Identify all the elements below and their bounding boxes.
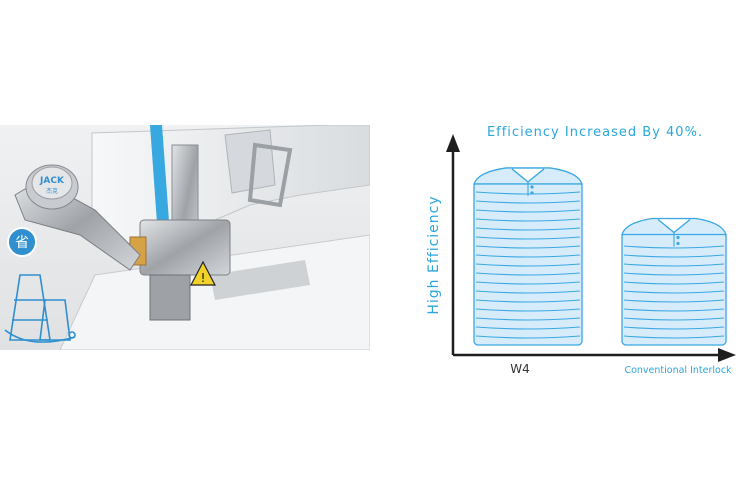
chart-axes bbox=[446, 134, 736, 362]
shirt-fold bbox=[623, 326, 725, 330]
shirt-fold bbox=[475, 263, 581, 267]
product-photo: ! JACK 杰克 省 bbox=[0, 125, 370, 350]
shirt-fold bbox=[475, 209, 581, 213]
shirt-fold bbox=[623, 299, 725, 303]
shirt-fold bbox=[623, 272, 725, 276]
bar-conventional-interlock bbox=[621, 217, 727, 346]
shirt-fold bbox=[623, 308, 725, 312]
badge-char: 省 bbox=[15, 235, 29, 251]
thread-spools-icon bbox=[4, 274, 76, 343]
shirt-button bbox=[530, 191, 534, 195]
shirt-fold bbox=[623, 254, 725, 258]
shirt-fold bbox=[475, 335, 581, 339]
chart-title: Efficiency Increased By 40%. bbox=[487, 125, 703, 140]
x-axis-arrow bbox=[718, 348, 736, 362]
svg-text:!: ! bbox=[201, 271, 206, 285]
bar-w4 bbox=[473, 167, 583, 346]
shirt-button bbox=[676, 235, 680, 240]
shirt-fold bbox=[475, 245, 581, 249]
warning-triangle-icon: ! bbox=[190, 260, 216, 286]
x-axis-labels: W4 Conventional Interlock bbox=[510, 362, 732, 376]
brand-sub-label: 杰克 bbox=[46, 187, 58, 195]
shirt-fold bbox=[623, 335, 725, 339]
shirt-fold bbox=[475, 272, 581, 276]
shirt-fold bbox=[475, 290, 581, 294]
shirt-fold bbox=[475, 200, 581, 204]
y-axis-label: High Efficiency bbox=[426, 195, 442, 314]
shirt-fold bbox=[623, 290, 725, 294]
x-tick-label: W4 bbox=[510, 362, 530, 376]
shirt-fold bbox=[623, 281, 725, 285]
efficiency-chart: Efficiency Increased By 40%. High Effici… bbox=[400, 100, 750, 400]
shirt-fold bbox=[623, 317, 725, 321]
shirt-fold bbox=[475, 254, 581, 258]
shirt-fold bbox=[475, 281, 581, 285]
shirt-fold bbox=[475, 317, 581, 321]
shirt-button bbox=[676, 241, 680, 246]
y-axis-arrow bbox=[446, 134, 460, 152]
shirt-button bbox=[530, 185, 534, 189]
shirt-fold bbox=[475, 299, 581, 303]
save-badge-icon: 省 bbox=[7, 227, 37, 257]
shirt-fold bbox=[475, 227, 581, 231]
shirt-fold bbox=[623, 263, 725, 267]
x-tick-label: Conventional Interlock bbox=[624, 365, 732, 376]
sewing-machine-illustration: ! JACK 杰克 省 bbox=[0, 125, 370, 350]
shirt-fold bbox=[623, 245, 725, 249]
shirt-fold bbox=[475, 218, 581, 222]
shirt-fold bbox=[475, 308, 581, 312]
brand-spool: JACK 杰克 bbox=[25, 164, 79, 210]
chart-bars bbox=[473, 167, 727, 346]
shirt-fold bbox=[475, 236, 581, 240]
shirt-collar bbox=[657, 219, 691, 234]
chart-svg: Efficiency Increased By 40%. High Effici… bbox=[426, 125, 736, 376]
brand-label: JACK bbox=[39, 176, 65, 186]
shirt-fold bbox=[475, 326, 581, 330]
